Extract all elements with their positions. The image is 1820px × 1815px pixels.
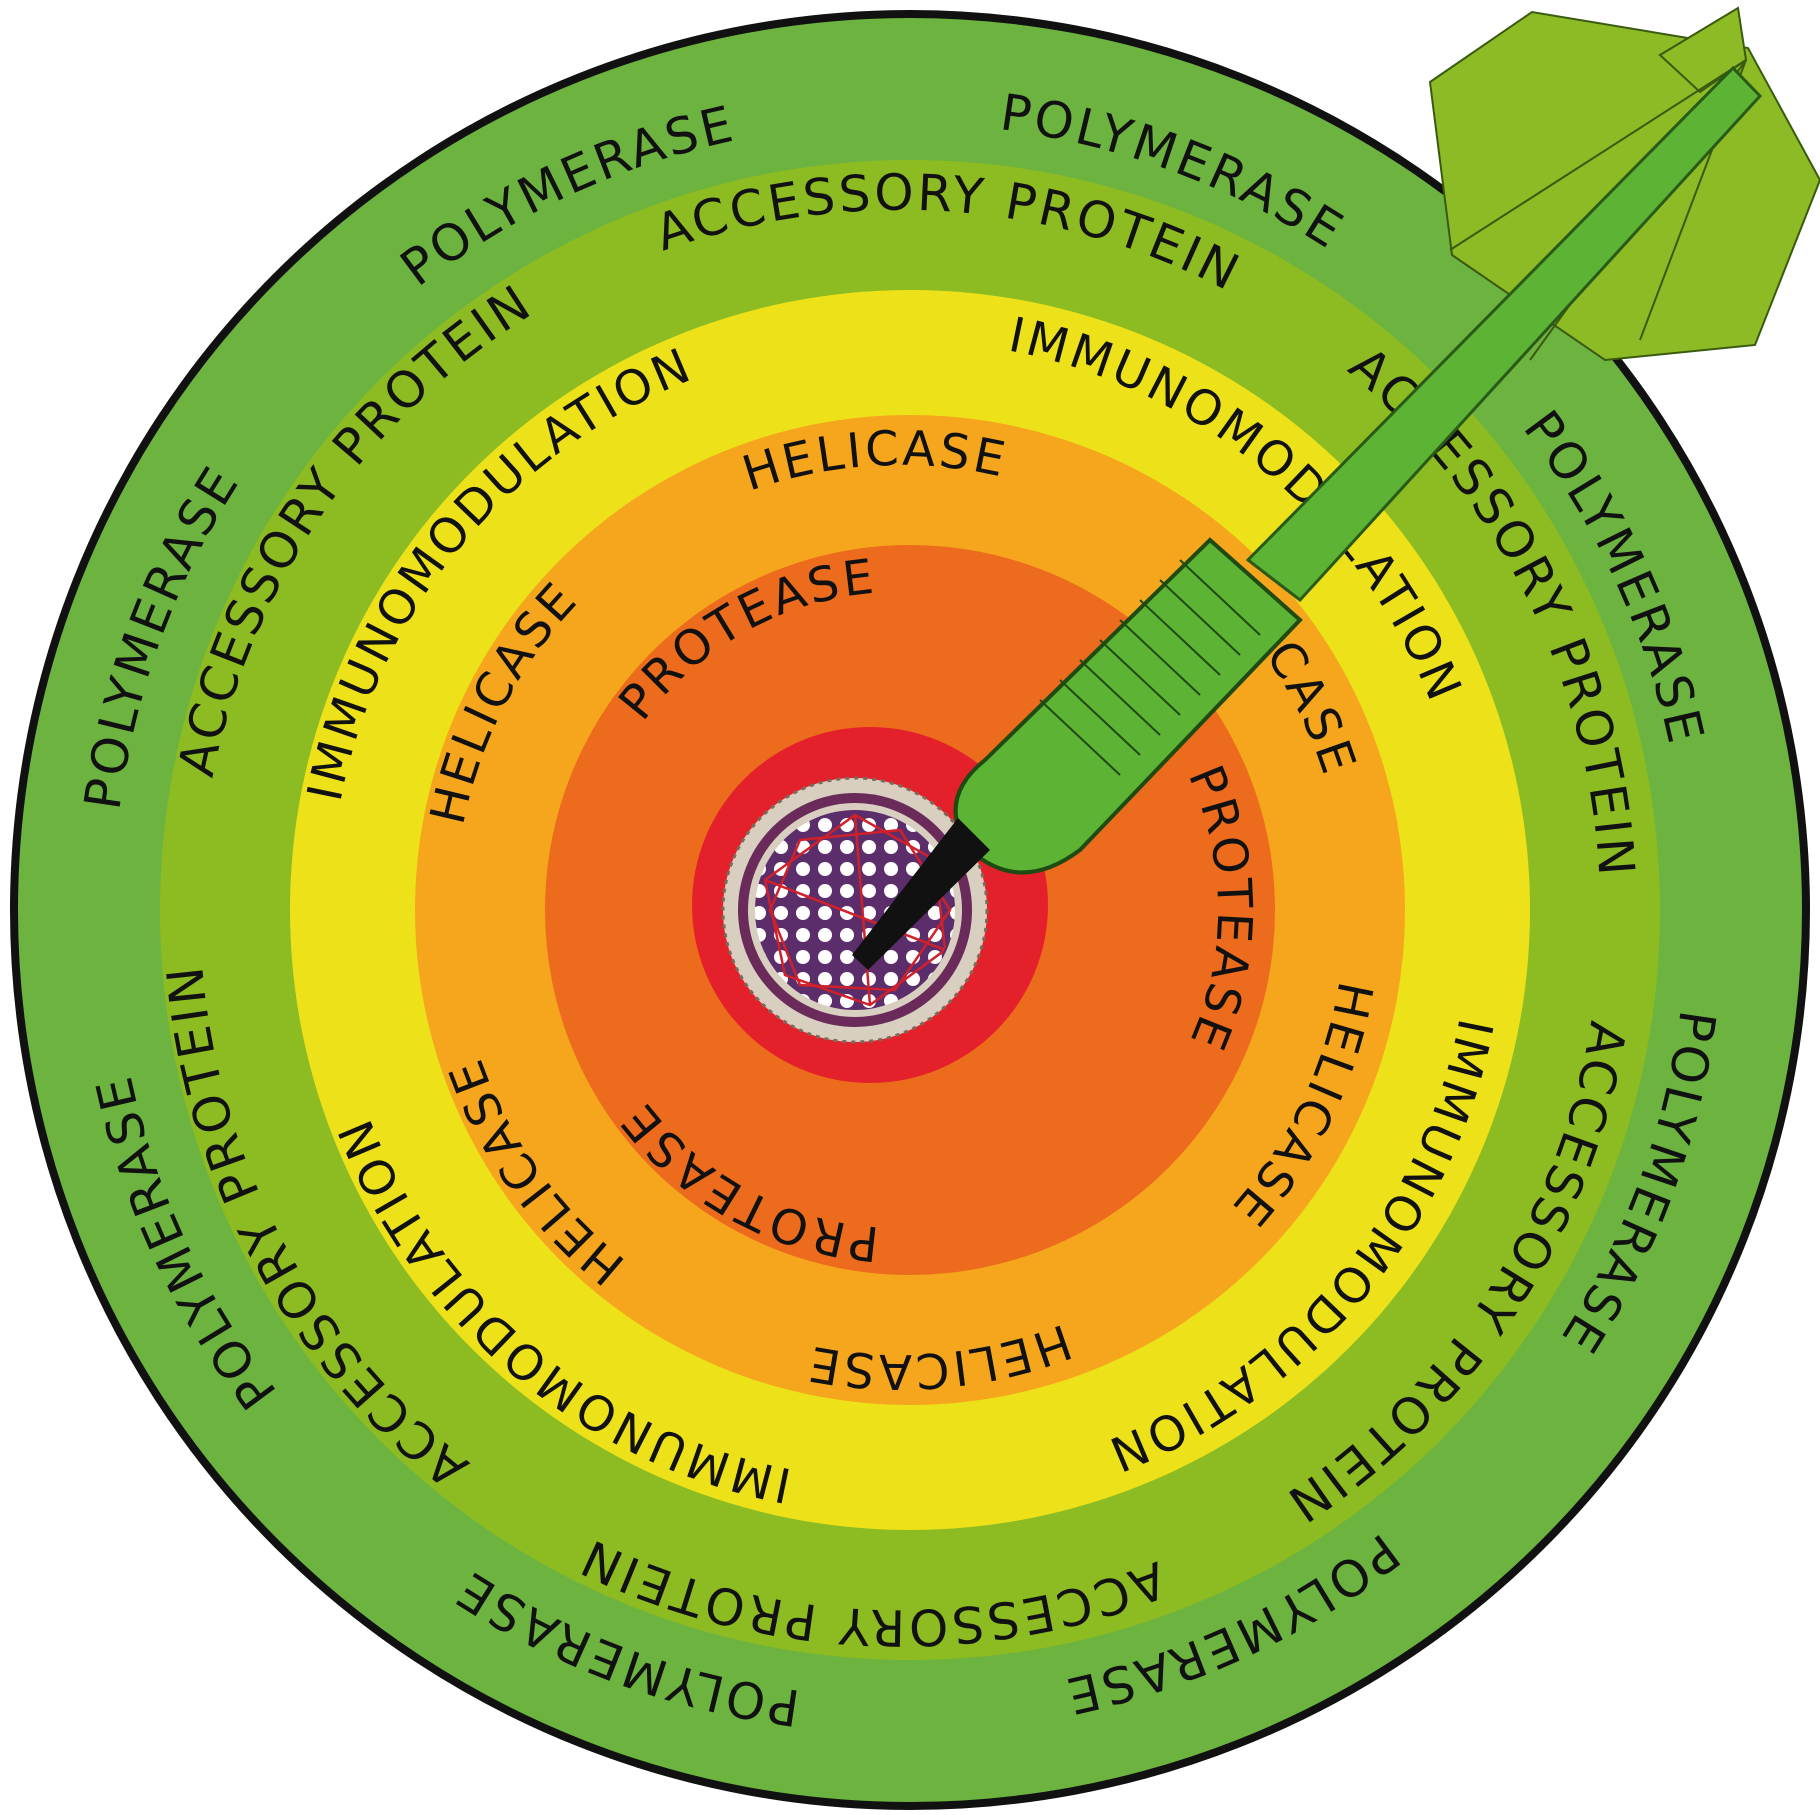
virion-icon [721, 776, 989, 1044]
dart-icon [852, 6, 1820, 970]
